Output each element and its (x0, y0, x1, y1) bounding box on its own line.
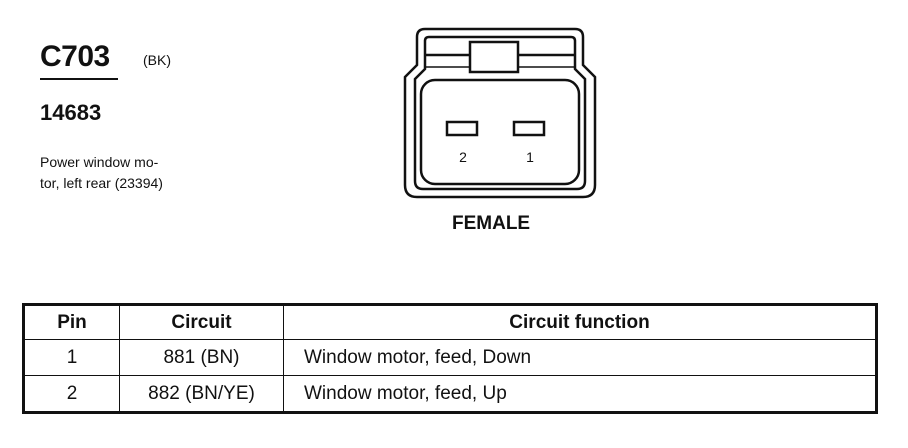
description-line-1: Power window mo- (40, 154, 159, 170)
part-number: 14683 (40, 100, 102, 125)
header-circuit: Circuit (119, 304, 284, 340)
pin-2-terminal (445, 120, 479, 137)
table-header-row: Pin Circuit Circuit function (23, 304, 877, 340)
header-circuit-function: Circuit function (283, 304, 877, 340)
cell-pin: 2 (23, 375, 120, 413)
description-line-2: tor, left rear (23394) (40, 175, 163, 191)
cell-circuit-function: Window motor, feed, Up (283, 375, 877, 413)
pin-2-label: 2 (459, 149, 467, 165)
cell-circuit: 881 (BN) (119, 339, 284, 376)
connector-housing (403, 27, 597, 199)
connector-id: C703 (40, 40, 110, 73)
gender-label: FEMALE (452, 213, 531, 234)
cell-circuit-function: Window motor, feed, Down (283, 339, 877, 376)
pin-table: Pin Circuit Circuit function 1 881 (BN) … (22, 303, 878, 414)
cell-circuit: 882 (BN/YE) (119, 375, 284, 413)
latch (425, 40, 575, 74)
pin-1-label: 1 (526, 149, 534, 165)
color-code: (BK) (143, 52, 171, 68)
header-pin: Pin (23, 304, 120, 340)
connector-description: Power window mo- tor, left rear (23394) (40, 152, 200, 194)
cell-pin: 1 (23, 339, 120, 376)
pin-1-terminal (512, 120, 546, 137)
table-row: 1 881 (BN) Window motor, feed, Down (23, 339, 877, 376)
connector-face-diagram: 2 1 (403, 27, 597, 199)
connector-id-underline (40, 78, 118, 80)
table-row: 2 882 (BN/YE) Window motor, feed, Up (23, 375, 877, 413)
